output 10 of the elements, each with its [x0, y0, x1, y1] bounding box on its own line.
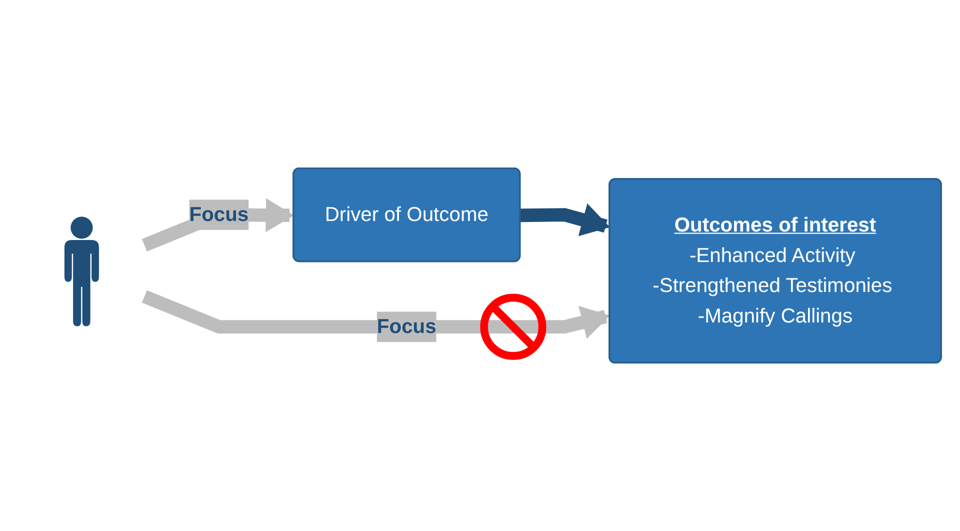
edge-label: Focus: [376, 312, 436, 342]
node-text: Driver of Outcome: [324, 203, 488, 226]
process-box: [608, 178, 942, 364]
person-icon: [64, 216, 99, 326]
heading: Outcomes of interest: [674, 214, 876, 236]
arrow: [142, 290, 610, 339]
edge-label: Focus: [189, 200, 249, 230]
process-box: [292, 167, 521, 262]
arrow: [520, 203, 610, 236]
node-text: -Enhanced Activity -Strengthened Testimonies -Magnify Callings: [652, 244, 894, 327]
